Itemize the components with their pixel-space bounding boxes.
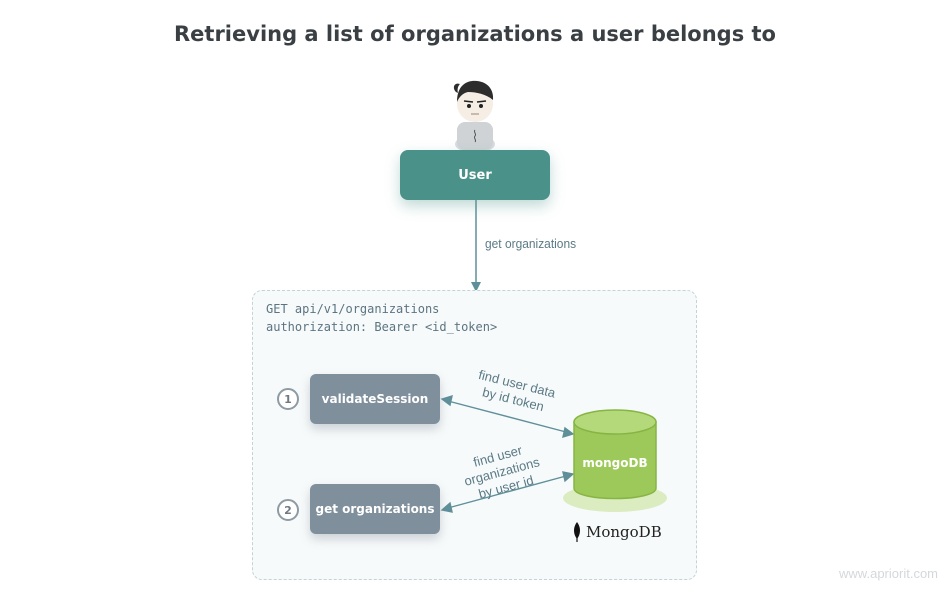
down-arrow	[471, 200, 481, 292]
mongodb-logo-text: MongoDB	[586, 523, 662, 541]
request-edge-label: get organizations	[485, 236, 577, 251]
database-cylinder-icon	[563, 409, 667, 512]
api-auth-header: authorization: Bearer <id_token>	[266, 320, 498, 334]
get-organizations-node: get organizations	[310, 484, 440, 534]
step-number-2: 2	[277, 499, 299, 521]
mongodb-logo: MongoDB	[572, 522, 662, 542]
database-label: mongoDB	[582, 456, 648, 470]
diagram-title: Retrieving a list of organizations a use…	[174, 22, 776, 46]
step-number-1: 1	[277, 388, 299, 410]
user-avatar-icon	[453, 80, 495, 152]
api-request-line: GET api/v1/organizations	[266, 302, 440, 316]
validate-session-node: validateSession	[310, 374, 440, 424]
mongodb-leaf-icon	[574, 522, 580, 542]
watermark: www.apriorit.com	[839, 566, 938, 581]
user-node: User	[400, 150, 550, 200]
